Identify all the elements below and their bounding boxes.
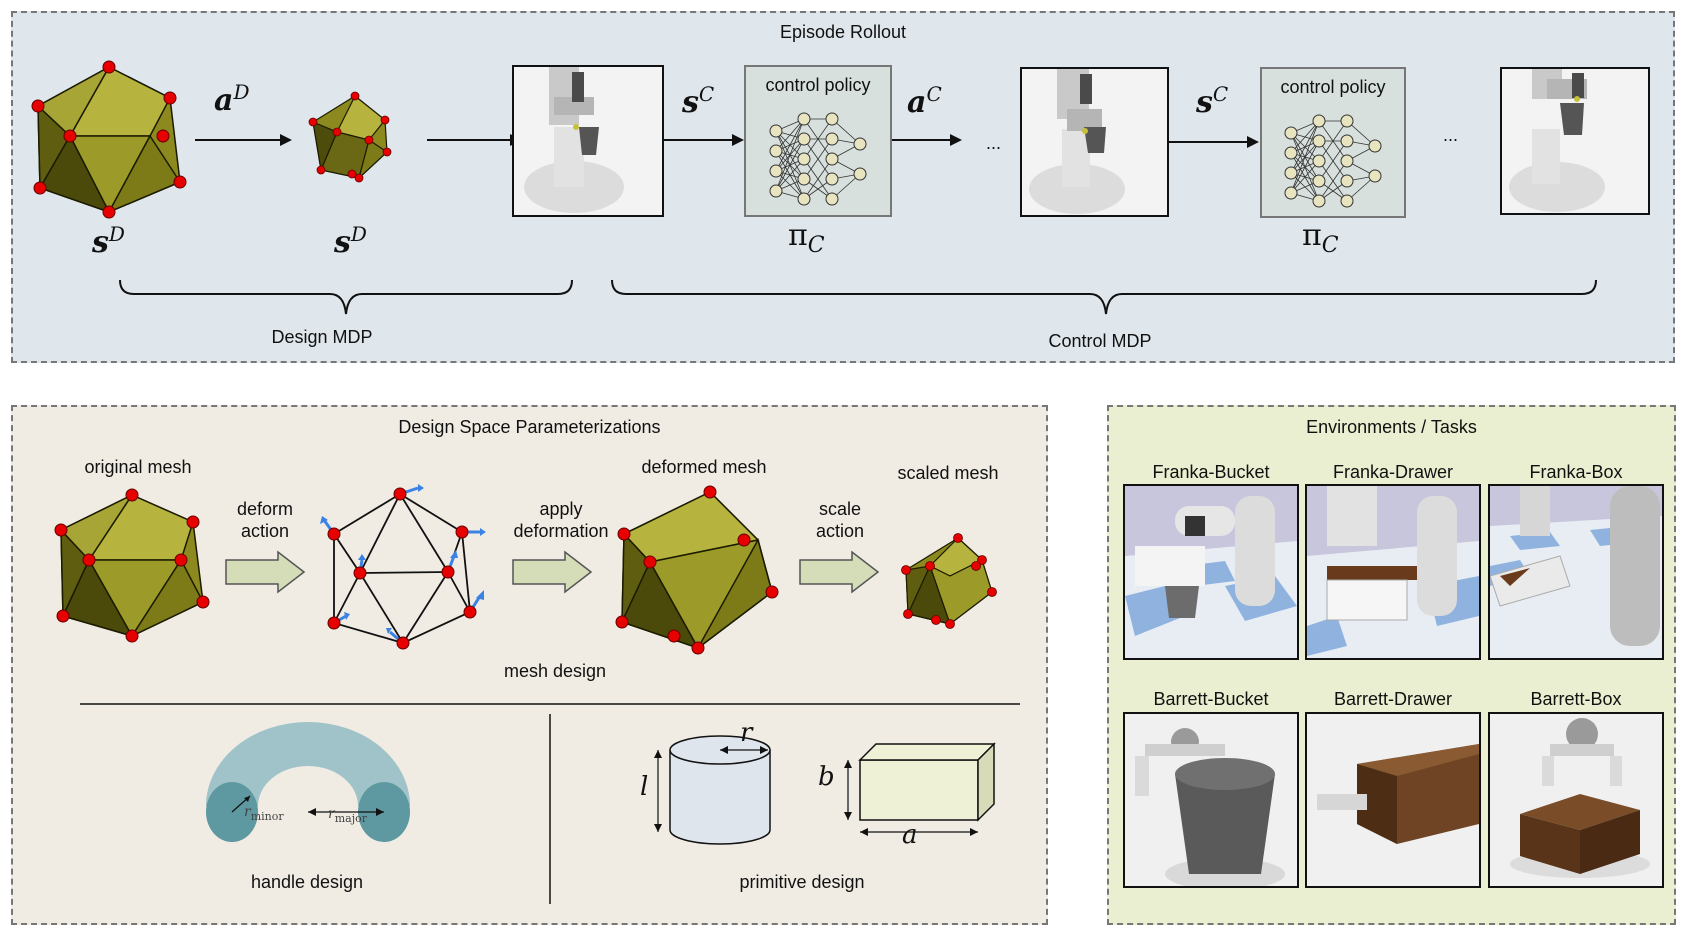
task-label-barrett-drawer: Barrett-Drawer (1333, 689, 1453, 709)
task-image-franka-drawer (1305, 484, 1481, 660)
cylinder-primitive-icon (654, 735, 771, 845)
control-action-label-1: aC (907, 82, 942, 120)
design-action-arrow (195, 134, 292, 146)
scaled-mesh-icon (308, 91, 392, 183)
control-mdp-brace (611, 279, 1597, 315)
control-mdp-label: Control MDP (1048, 331, 1152, 351)
task-label-franka-bucket: Franka-Bucket (1152, 462, 1270, 482)
control-policy-label-1: control policy (765, 75, 871, 95)
task-label-barrett-box: Barrett-Box (1530, 689, 1622, 709)
episode-rollout-title: Episode Rollout (779, 22, 907, 42)
primitive-design-label: primitive design (739, 872, 865, 892)
handle-design-label: handle design (250, 872, 364, 892)
task-image-franka-box (1488, 484, 1664, 660)
cylinder-r-label: r (740, 718, 753, 748)
cylinder-l-label: l (640, 772, 649, 802)
r-minor-label: rminor (244, 804, 284, 823)
design-action-label: aD (214, 80, 250, 118)
original-mesh-icon (54, 488, 210, 643)
deform-block-arrow (225, 550, 306, 594)
control-policy-box-2: control policy (1260, 67, 1406, 218)
control-state-label-1: sC (682, 82, 715, 120)
apply-block-arrow (512, 550, 593, 594)
design-state-label-1: sD (92, 222, 125, 260)
handle-design-icon (206, 722, 410, 842)
design-mdp-label: Design MDP (271, 327, 373, 347)
mesh-design-label: mesh design (503, 661, 607, 681)
small-scaled-mesh-icon (901, 533, 997, 629)
control-action-arrow-1 (892, 134, 962, 146)
control-state-label-2: sC (1196, 82, 1229, 120)
design-mdp-brace (119, 279, 573, 315)
box-b-label: b (818, 762, 835, 792)
design-space-panel: Design Space Parameterizations (11, 405, 1048, 925)
task-label-franka-drawer: Franka-Drawer (1332, 462, 1454, 482)
task-label-barrett-bucket: Barrett-Bucket (1153, 689, 1269, 709)
neural-network-icon (769, 112, 867, 206)
initial-mesh-icon (31, 60, 187, 219)
policy-symbol-1: πC (788, 218, 825, 258)
box-primitive-icon (844, 742, 996, 836)
scaled-mesh-label: scaled mesh (897, 463, 999, 483)
deformed-mesh-icon (615, 485, 779, 655)
box-a-label: a (902, 820, 918, 850)
control-state-arrow-1 (664, 134, 744, 146)
task-label-franka-box: Franka-Box (1529, 462, 1623, 482)
policy-symbol-2: πC (1302, 218, 1339, 258)
vertical-divider (549, 714, 551, 904)
ellipsis-2: ... (1443, 125, 1459, 145)
neural-network-icon (1284, 114, 1382, 208)
task-image-barrett-box (1488, 712, 1664, 888)
control-policy-label-2: control policy (1280, 77, 1386, 97)
scene-thumbnail-3 (1500, 67, 1650, 215)
task-image-barrett-drawer (1305, 712, 1481, 888)
r-major-label: rmajor (328, 806, 367, 825)
original-mesh-label: original mesh (84, 457, 192, 477)
scene-thumbnail-2 (1020, 67, 1169, 217)
design-space-title: Design Space Parameterizations (398, 417, 661, 437)
task-image-franka-bucket (1123, 484, 1299, 660)
control-state-arrow-2 (1169, 136, 1259, 148)
scene-thumbnail-1 (512, 65, 664, 217)
deformation-wireframe-icon (320, 484, 486, 650)
deformed-mesh-label: deformed mesh (641, 457, 767, 477)
scale-block-arrow (799, 550, 880, 594)
design-state-label-2: sD (334, 222, 367, 260)
ellipsis-1: ... (986, 133, 1002, 153)
section-divider (80, 703, 1020, 705)
environments-title: Environments / Tasks (1306, 417, 1477, 437)
task-image-barrett-bucket (1123, 712, 1299, 888)
control-policy-box-1: control policy (744, 65, 892, 217)
